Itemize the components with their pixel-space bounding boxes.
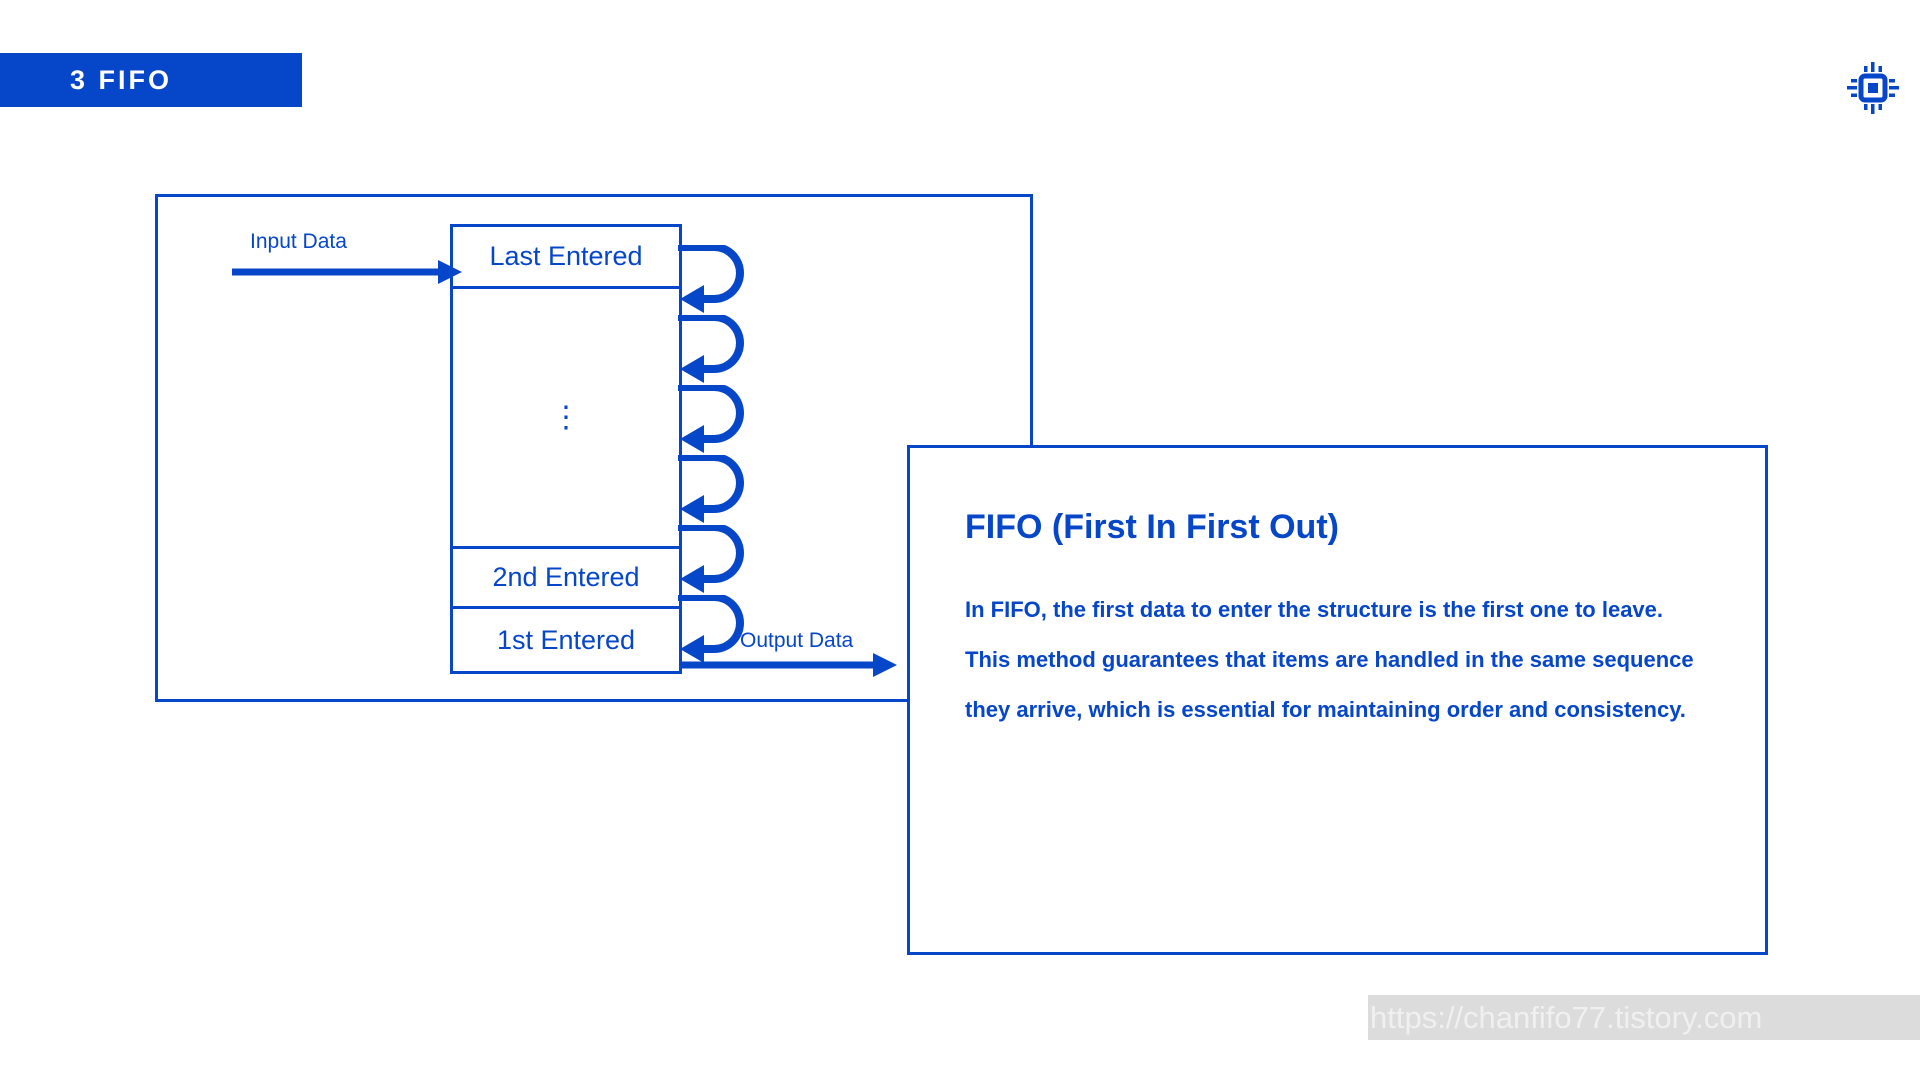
slide-title-banner: 3 FIFO xyxy=(0,53,302,107)
uturn-arrow-icon xyxy=(678,383,748,453)
uturn-arrow-icon xyxy=(678,523,748,593)
uturn-arrow-icon xyxy=(678,243,748,313)
input-arrow-group: Input Data xyxy=(232,230,462,290)
info-panel-paragraph: In FIFO, the first data to enter the str… xyxy=(965,597,1664,622)
queue-cell-2nd-entered: 2nd Entered xyxy=(453,549,679,609)
arrow-right-icon xyxy=(682,653,897,677)
uturn-arrow-icon xyxy=(678,593,748,663)
queue-cell-last-entered: Last Entered xyxy=(453,227,679,289)
fifo-queue-box: Last Entered ⋮ 2nd Entered 1st Entered xyxy=(450,224,682,674)
microchip-icon xyxy=(1845,60,1901,116)
info-panel-paragraph: This method guarantees that items are ha… xyxy=(965,647,1694,722)
info-panel: FIFO (First In First Out) In FIFO, the f… xyxy=(907,445,1768,955)
uturn-arrow-column xyxy=(678,243,748,665)
page-title: 3 FIFO xyxy=(70,64,173,95)
queue-cell-1st-entered: 1st Entered xyxy=(453,609,679,671)
queue-cell-ellipsis: ⋮ xyxy=(453,289,679,549)
vertical-ellipsis-icon: ⋮ xyxy=(551,400,581,434)
uturn-arrow-icon xyxy=(678,453,748,523)
queue-cell-label: 1st Entered xyxy=(496,624,636,655)
input-data-label: Input Data xyxy=(250,230,347,253)
info-panel-heading: FIFO (First In First Out) xyxy=(965,508,1339,546)
uturn-arrow-icon xyxy=(678,313,748,383)
queue-cell-label: Last Entered xyxy=(489,241,643,271)
watermark-url: https://chanfifo77.tistory.com xyxy=(1370,999,1763,1035)
queue-cell-label: 2nd Entered xyxy=(492,562,640,592)
output-data-label: Output Data xyxy=(740,629,854,652)
output-arrow-group: Output Data xyxy=(682,629,897,685)
watermark-banner: https://chanfifo77.tistory.com xyxy=(1368,995,1920,1040)
